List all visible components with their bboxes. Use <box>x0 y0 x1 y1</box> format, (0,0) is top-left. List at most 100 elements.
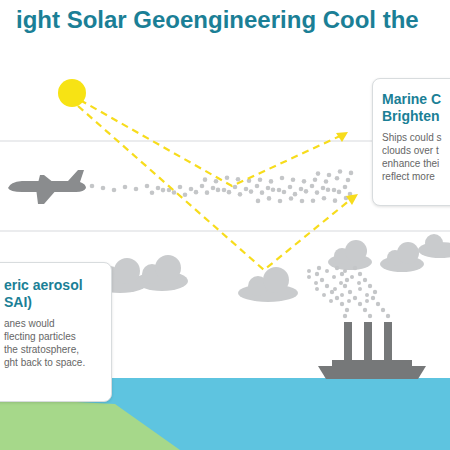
particle <box>348 290 352 294</box>
particle <box>325 269 329 273</box>
particle <box>316 171 321 176</box>
particle <box>381 308 385 312</box>
particle <box>258 177 263 182</box>
particle <box>161 188 166 193</box>
particle <box>368 314 372 318</box>
particle <box>320 278 324 282</box>
particle <box>238 192 243 197</box>
particle <box>156 186 161 191</box>
particle <box>256 199 261 204</box>
particle <box>329 299 333 303</box>
ship <box>318 322 426 379</box>
particle <box>363 278 367 282</box>
particle <box>299 187 304 192</box>
callout-box: eric aerosol SAI) anes would flecting par… <box>0 262 112 402</box>
particle <box>357 281 361 285</box>
sun <box>58 79 86 107</box>
callout-box: Marine C BrightenShips could s clouds ov… <box>372 78 450 206</box>
particle <box>371 296 375 300</box>
particle <box>291 177 296 182</box>
particle <box>200 184 205 189</box>
particle <box>315 287 319 291</box>
particle <box>335 176 340 181</box>
particle <box>343 269 347 273</box>
particle <box>134 187 139 192</box>
particle <box>322 293 326 297</box>
particle <box>321 186 326 191</box>
particle <box>267 196 272 201</box>
particle <box>101 186 106 191</box>
sunlight-rays <box>78 100 350 270</box>
particle <box>307 269 311 273</box>
particle <box>315 190 320 195</box>
particle <box>358 272 362 276</box>
particle <box>310 184 315 189</box>
particle <box>211 186 216 191</box>
particle <box>249 189 254 194</box>
particle <box>345 278 349 282</box>
cloud <box>238 267 298 302</box>
particle <box>330 290 334 294</box>
particle <box>233 185 238 190</box>
cloud <box>380 242 424 272</box>
particle <box>333 198 338 203</box>
particle <box>278 199 283 204</box>
particle <box>346 178 351 183</box>
particle <box>363 308 367 312</box>
particle <box>255 184 260 189</box>
particle <box>353 296 357 300</box>
particle <box>271 188 276 193</box>
particle <box>145 184 150 189</box>
particle <box>280 176 285 181</box>
particle <box>244 187 249 192</box>
box-heading: Marine C Brighten <box>382 91 450 125</box>
particle <box>324 179 329 184</box>
particle <box>293 192 298 197</box>
particle <box>373 290 377 294</box>
particle <box>189 187 194 192</box>
particle <box>335 296 339 300</box>
particle <box>332 188 337 193</box>
particle <box>322 196 327 201</box>
airplane <box>8 170 86 204</box>
particle <box>288 185 293 190</box>
arrowhead <box>336 132 348 142</box>
particle <box>326 187 331 192</box>
particle <box>358 287 362 291</box>
clouds <box>92 234 450 302</box>
particle <box>386 314 390 318</box>
particle <box>225 175 230 180</box>
particle <box>183 193 188 198</box>
particle <box>332 275 336 279</box>
layer-line <box>0 230 450 232</box>
particle <box>313 178 318 183</box>
particle <box>335 266 339 270</box>
particle <box>307 275 311 279</box>
particle <box>277 188 282 193</box>
particles <box>90 169 391 318</box>
particle <box>112 188 117 193</box>
particle <box>300 199 305 204</box>
particle <box>304 189 309 194</box>
particle <box>338 169 343 174</box>
particle <box>345 308 349 312</box>
cloud <box>328 240 372 270</box>
particle <box>343 314 347 318</box>
particle <box>317 266 321 270</box>
particle <box>347 299 351 303</box>
particle <box>314 281 318 285</box>
particle <box>340 293 344 297</box>
box-heading: eric aerosol SAI) <box>4 277 87 311</box>
particle <box>269 179 274 184</box>
box-text: anes would flecting particles the strato… <box>4 317 87 369</box>
particle <box>325 284 329 288</box>
box-text: Ships could s clouds over t enhance thei… <box>382 131 450 183</box>
particle <box>365 293 369 297</box>
particle <box>343 185 348 190</box>
particle <box>353 266 357 270</box>
cloud <box>418 234 450 258</box>
particle <box>222 188 227 193</box>
cloud <box>136 255 188 291</box>
particle <box>236 177 241 182</box>
particle <box>90 184 95 189</box>
